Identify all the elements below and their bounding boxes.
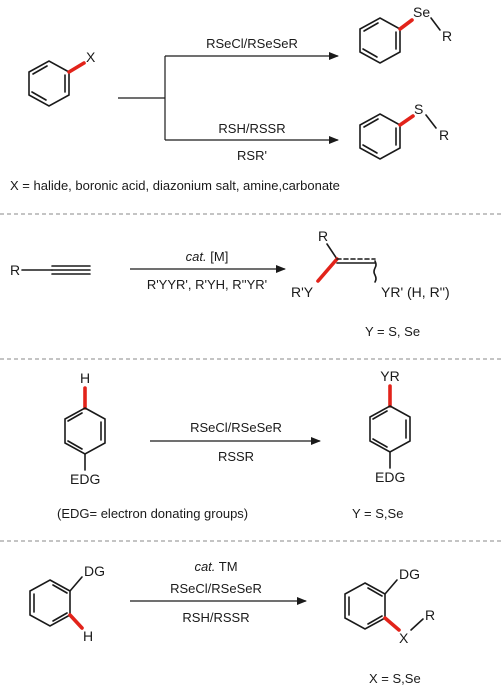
benzene-product-se — [359, 17, 441, 64]
note-edg-definition: (EDG= electron donating groups) — [57, 506, 248, 521]
product-r: R — [425, 607, 435, 623]
product-yr: YR' (H, R'') — [381, 284, 450, 300]
benzene-dg-substrate — [29, 576, 84, 630]
alkyne-triple-bond — [21, 265, 91, 275]
highlight-bond — [67, 61, 86, 74]
panel-directed-ch: DG H cat. TM RSeCl/RSeSeR RSH/RSSR DG X … — [29, 559, 435, 686]
benzene-dg-product — [344, 579, 424, 632]
reagent-1: RSeCl/RSeSeR — [190, 420, 282, 435]
catalyst-label: cat. [M] — [186, 249, 229, 264]
substrate-h: H — [80, 370, 90, 386]
benzene-edg-product — [369, 384, 411, 469]
reagent-2: RSH/RSSR — [182, 610, 249, 625]
alkene-product — [316, 243, 377, 283]
benzene-edg-substrate — [64, 386, 106, 471]
substituent-x: X — [86, 49, 96, 65]
panel-aryl-substitution: X RSeCl/RSeSeR RSH/RSSR RSR' Se R — [10, 4, 452, 193]
benzene-product-s — [359, 113, 437, 160]
atom-se: Se — [413, 4, 430, 20]
product-yr: YR — [380, 368, 399, 384]
reagent-2: RSSR — [218, 449, 254, 464]
group-r-top: R — [442, 28, 452, 44]
reagent-top: RSeCl/RSeSeR — [206, 36, 298, 51]
product-ry: R'Y — [291, 284, 314, 300]
reagent-bottom-2: RSR' — [237, 148, 267, 163]
product-dg: DG — [399, 566, 420, 582]
reagent-1: RSeCl/RSeSeR — [170, 581, 262, 596]
product-r: R — [318, 228, 328, 244]
note-y-definition: Y = S, Se — [365, 324, 420, 339]
note-y-definition-2: Y = S,Se — [352, 506, 403, 521]
product-x: X — [399, 630, 409, 646]
note-x-definition: X = halide, boronic acid, diazonium salt… — [10, 178, 340, 193]
reagent-bottom-1: RSH/RSSR — [218, 121, 285, 136]
note-x-definition-2: X = S,Se — [369, 671, 421, 686]
catalyst-label: cat. TM — [194, 559, 237, 574]
panel-ch-functionalization: H EDG RSeCl/RSeSeR RSSR YR EDG (EDG= ele… — [57, 368, 411, 521]
panel-alkyne-addition: R cat. [M] R'YYR', R'YH, R''YR' R R'Y YR… — [10, 228, 450, 339]
alkyne-r: R — [10, 262, 20, 278]
benzene-substrate — [28, 60, 86, 107]
substrate-edg: EDG — [70, 471, 100, 487]
atom-s: S — [414, 101, 423, 117]
group-r-bottom: R — [439, 127, 449, 143]
substrate-h: H — [83, 628, 93, 644]
reagents-label: R'YYR', R'YH, R''YR' — [147, 277, 267, 292]
substrate-dg: DG — [84, 563, 105, 579]
product-edg: EDG — [375, 469, 405, 485]
